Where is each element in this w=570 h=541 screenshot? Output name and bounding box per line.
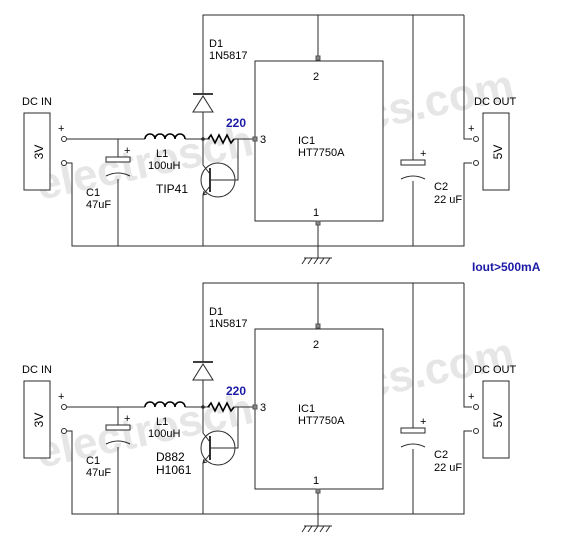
dc-in-connector — [23, 112, 51, 191]
wire-output-positive — [463, 283, 472, 408]
c2-value: 22 uF — [434, 194, 462, 206]
wire-transistor-collector — [202, 139, 211, 175]
c1-plus-sign: + — [124, 413, 130, 425]
l1-inductor — [144, 401, 186, 408]
ic1-pin1 — [315, 220, 321, 226]
wire-ground-rail — [67, 162, 472, 247]
dc-in-plus-sign: + — [58, 123, 64, 135]
ic1-body — [254, 60, 384, 222]
wire-top-rail — [202, 282, 464, 362]
l1-value: 100uH — [148, 160, 180, 172]
c1-ref: C1 — [86, 455, 100, 467]
ic1-part: HT7750A — [298, 147, 345, 159]
transistor-emitter-arrow — [202, 190, 208, 196]
dc-in-connector — [23, 380, 51, 459]
c1-value: 47uF — [86, 199, 111, 211]
dc-in-voltage: 3V — [32, 145, 46, 160]
ic1-pin2 — [315, 55, 321, 61]
transistor-part-line1: D882 — [156, 450, 185, 464]
dc-in-terminal-minus — [61, 428, 67, 434]
dc-in-terminal-plus — [61, 136, 67, 142]
ic1-pin1-label: 1 — [313, 475, 319, 487]
wire-output-positive — [463, 15, 472, 140]
ic1-pin3 — [252, 136, 258, 142]
d1-diode-triangle — [192, 95, 214, 113]
c2-ref: C2 — [434, 449, 448, 461]
d1-ref: D1 — [209, 306, 223, 318]
dc-in-title: DC IN — [22, 364, 52, 376]
c2-value: 22 uF — [434, 462, 462, 474]
dc-out-terminal-minus — [473, 428, 479, 434]
l1-ref: L1 — [156, 148, 168, 160]
ic1-pin1-label: 1 — [313, 207, 319, 219]
l1-value: 100uH — [148, 428, 180, 440]
wire-ground-rail — [67, 430, 472, 515]
c1-plus-sign: + — [124, 145, 130, 157]
ic1-pin3-label: 3 — [260, 402, 266, 414]
dc-out-terminal-plus — [473, 404, 479, 410]
ic1-ref: IC1 — [298, 135, 315, 147]
current-note: Iout>500mA — [472, 260, 541, 274]
c1-plate-positive — [105, 156, 131, 163]
c2-plate-positive — [400, 159, 426, 166]
d1-part: 1N5817 — [209, 318, 248, 330]
c1-plate-negative — [105, 440, 131, 445]
ic1-ref: IC1 — [298, 403, 315, 415]
dc-out-terminal-minus — [473, 160, 479, 166]
resistor-value: 220 — [226, 384, 246, 398]
c1-ref: C1 — [86, 187, 100, 199]
dc-out-plus-sign: + — [468, 123, 474, 135]
d1-part: 1N5817 — [209, 50, 248, 62]
d1-diode-triangle — [192, 363, 214, 381]
ic1-pin2-label: 2 — [313, 339, 319, 351]
ic1-pin1 — [315, 488, 321, 494]
circuit-1: electroschematics.com3VDC IN++C147uFL110… — [22, 14, 518, 265]
ground-icon — [301, 257, 331, 265]
c2-plate-negative — [400, 443, 426, 448]
resistor-220 — [207, 401, 235, 413]
dc-in-voltage: 3V — [32, 413, 46, 428]
transistor-part-line2: H1061 — [156, 463, 192, 477]
c2-plus-sign: + — [420, 416, 426, 428]
dc-out-voltage: 5V — [491, 145, 505, 160]
wire-transistor-collector — [202, 407, 211, 443]
c2-ref: C2 — [434, 181, 448, 193]
dc-out-title: DC OUT — [474, 96, 516, 108]
ic1-body — [254, 328, 384, 490]
ic1-pin2 — [315, 323, 321, 329]
ic1-pin3-label: 3 — [260, 134, 266, 146]
c1-value: 47uF — [86, 467, 111, 479]
ic1-pin2-label: 2 — [313, 71, 319, 83]
dc-in-terminal-minus — [61, 160, 67, 166]
dc-out-plus-sign: + — [468, 391, 474, 403]
c2-plate-negative — [400, 175, 426, 180]
ic1-part: HT7750A — [298, 415, 345, 427]
dc-out-title: DC OUT — [474, 364, 516, 376]
d1-ref: D1 — [209, 38, 223, 50]
dc-out-voltage: 5V — [491, 413, 505, 428]
ic1-pin3 — [252, 404, 258, 410]
dc-out-connector — [482, 380, 510, 459]
ground-icon — [301, 525, 331, 533]
wire-top-rail — [202, 14, 464, 94]
c1-plate-negative — [105, 172, 131, 177]
transistor-part-line1: TIP41 — [156, 182, 188, 196]
dc-in-plus-sign: + — [58, 391, 64, 403]
c2-plus-sign: + — [420, 148, 426, 160]
dc-out-connector — [482, 112, 510, 191]
transistor-emitter-arrow — [202, 458, 208, 464]
c1-plate-positive — [105, 424, 131, 431]
l1-ref: L1 — [156, 416, 168, 428]
wire-transistor-base — [210, 139, 239, 181]
dc-out-terminal-plus — [473, 136, 479, 142]
dc-in-title: DC IN — [22, 96, 52, 108]
resistor-value: 220 — [226, 116, 246, 130]
circuit-2: electroschematics.com3VDC IN++C147uFL110… — [22, 282, 518, 533]
resistor-220 — [207, 133, 235, 145]
l1-inductor — [144, 133, 186, 140]
wire-transistor-base — [210, 407, 239, 449]
dc-in-terminal-plus — [61, 404, 67, 410]
c2-plate-positive — [400, 427, 426, 434]
